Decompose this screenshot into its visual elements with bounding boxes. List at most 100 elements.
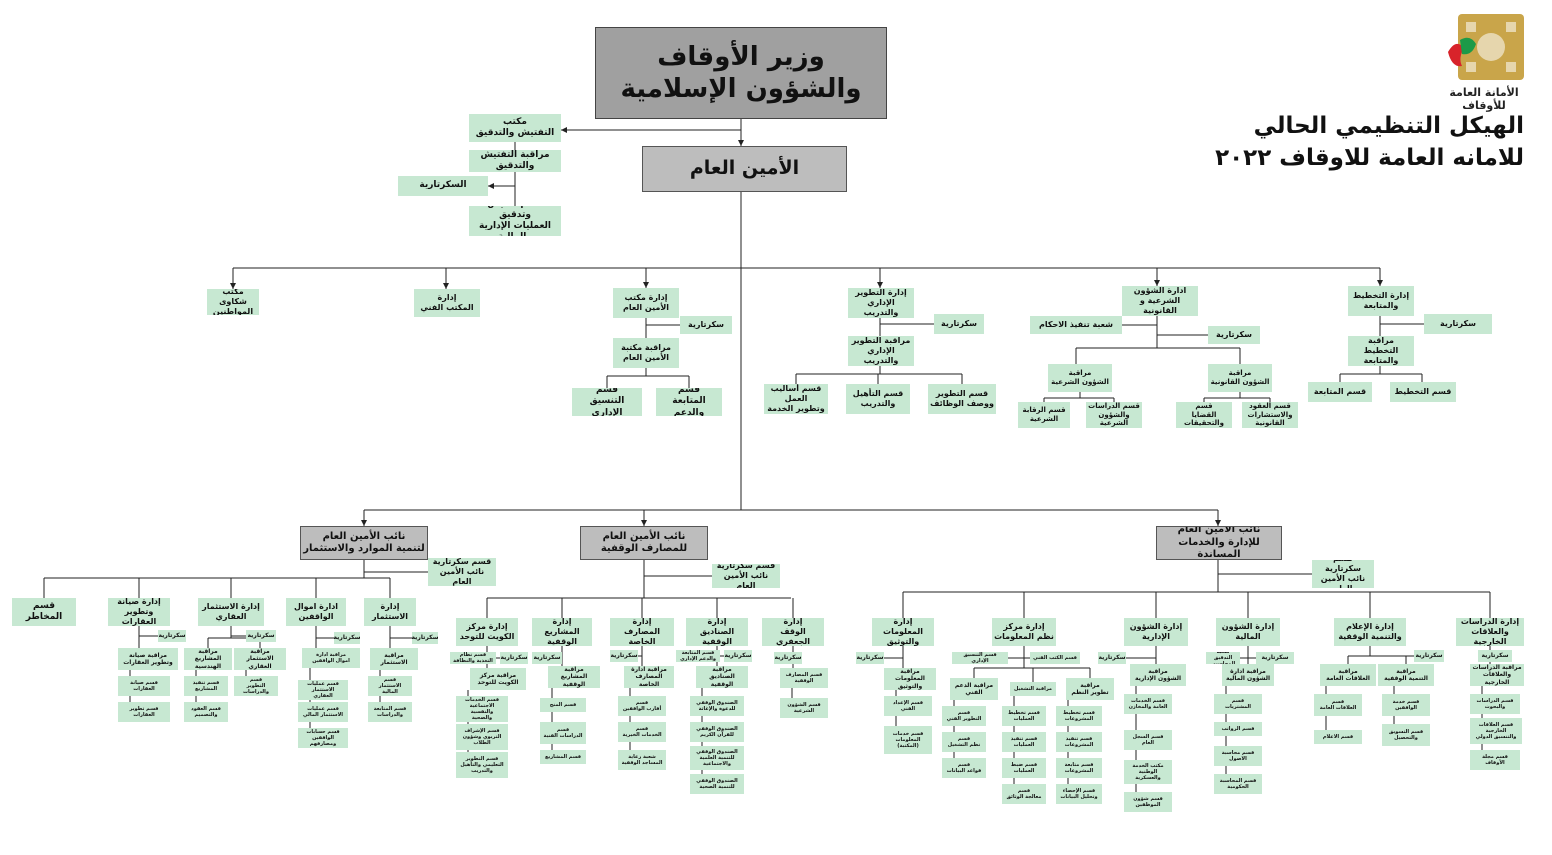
org-box-maint-ctrl: مراقبة صيانة وتطوير العقارات: [118, 648, 178, 670]
org-box-st-d2: قسم العلاقات الخارجية والتنسيق الدولي: [1470, 718, 1522, 744]
org-box-wproj-sec: سكرتارية: [532, 652, 562, 664]
org-box-dep-bank: نائب الأمين العام للمصارف الوقفية: [580, 526, 708, 560]
connector-arrow-icon: [230, 283, 236, 289]
org-box-insp-office: مكتب التفتيش والتدقيق: [469, 114, 561, 142]
org-box-st-ctrl: مراقبة الدراسات والعلاقات الخارجية: [1470, 664, 1524, 686]
org-box-wproj-d3: قسم المشاريع: [540, 750, 586, 764]
page-title: الهيكل التنظيمي الحالي للامانه العامة لل…: [1215, 113, 1524, 172]
org-box-wproj-d2: قسم الدراسات الفنية: [540, 722, 586, 744]
org-box-wf-sec: سكرتارية: [724, 650, 752, 662]
org-box-inv-sec: سكرتارية: [412, 632, 438, 644]
org-box-jaf: إدارة الوقف الجعفري: [762, 618, 824, 646]
org-box-adm-sec: سكرتارية: [1098, 652, 1126, 664]
connector-arrow-icon: [443, 283, 449, 289]
connector-arrow-icon: [738, 140, 744, 146]
org-box-legal-sharia-ctrl: قسم الرقابة الشرعية: [1018, 402, 1070, 428]
org-box-kwc-d3: قسم التطوير التعليمي والتأهيل والتدريب: [456, 752, 508, 778]
connector-arrow-icon: [643, 282, 649, 288]
org-box-inv: إدارة الاستثمار: [364, 598, 416, 626]
connector-arrow-icon: [1154, 280, 1160, 286]
org-box-re-ctrl: مراقبة الاستثمار العقاري: [234, 648, 286, 670]
org-box-sg: الأمين العام: [642, 146, 847, 192]
org-box-dev-ctrl: مراقبة التطوير الإداري والتدريب: [848, 336, 914, 366]
org-box-info: إدارة المعلومات والتوثيق: [872, 618, 934, 646]
org-box-risk: قسم المخاطر: [12, 598, 76, 626]
org-box-sys: إدارة مركز نظم المعلومات: [992, 618, 1056, 646]
org-box-info-sec: سكرتارية: [856, 652, 884, 664]
org-box-realestate: إدارة الاستثمار العقاري: [198, 598, 264, 626]
connector-arrow-icon: [1377, 280, 1383, 286]
org-box-dev: إدارة التطوير الإداري والتدريب: [848, 288, 914, 318]
org-box-sg-office-ctrl: مراقبة مكتبة الأمين العام: [613, 338, 679, 368]
org-box-funds-d2: قسم عمليات الاستثمار المالي: [298, 702, 348, 722]
org-box-dev-jobs: قسم التطوير ووصف الوظائف: [928, 384, 996, 414]
org-box-media-d4: قسم التسويق والتحصيل: [1382, 724, 1430, 746]
org-box-sg-office-sec: سكرتارية: [680, 316, 732, 334]
org-box-legal-cases: قسم القضايا والتحقيقات: [1176, 402, 1232, 428]
org-box-adm-d4: قسم شؤون الموظفين: [1124, 792, 1172, 812]
org-box-dev-qual: قسم التأهيل والتدريب: [846, 384, 910, 414]
org-box-fin-d2: قسم الرواتب: [1214, 722, 1262, 736]
connector-arrow-icon: [641, 520, 647, 526]
org-box-kwc-d2: قسم الإشراف التربوي وشؤون الطلاب: [456, 724, 508, 750]
org-box-jaf-d1: قسم المصارف الوقفية: [780, 668, 828, 688]
org-box-maint-d2: قسم تطوير العقارات: [118, 702, 170, 722]
org-box-kwc-d1: قسم الخدمات الاجتماعية والنفسية والصحية: [456, 696, 508, 722]
connector-arrow-icon: [488, 183, 494, 189]
org-box-sys-d2: قسم تنفيذ المشروعات: [1056, 732, 1102, 752]
org-box-legal-studies: قسم الدراسات والشؤون الشرعية: [1086, 402, 1142, 428]
org-box-st-d3: قسم مجلة الأوقاف: [1470, 750, 1520, 770]
org-box-sys-tech: قسم الكتب الفني: [1030, 652, 1080, 664]
org-box-wf-d1: الصندوق الوقفي للدعوة والإغاثة: [690, 696, 744, 716]
org-box-sys-d1: قسم تخطيط المشروعات: [1056, 706, 1102, 726]
org-box-sg-coord: قسم التنسيق الإداري: [572, 388, 642, 416]
org-box-sys-s3: قسم قواعد البيانات: [942, 758, 986, 778]
org-box-legal-law: مراقبة الشؤون القانونية: [1208, 364, 1272, 392]
org-box-dep-admin-sec: قسم سكرتارية نائب الأمين العام: [1312, 560, 1374, 588]
org-box-wf-ctrl: مراقبة الصناديق الوقفية: [696, 666, 748, 688]
org-box-re-proj: مراقبة المشاريع الهندسية: [184, 648, 232, 670]
org-box-wf-d0: قسم المتابعة والدعم الإداري: [676, 650, 720, 662]
org-box-dep-bank-sec: قسم سكرتارية نائب الأمين العام: [712, 564, 780, 588]
org-box-insp-dept: قسم تفتيش وتدقيق العمليات الإدارية والما…: [469, 206, 561, 236]
org-box-insp-ctrl: مراقبة التفتيش والتدقيق: [469, 150, 561, 172]
org-box-st-sec: سكرتارية: [1478, 650, 1512, 662]
waqf-logo-icon: [1448, 14, 1524, 80]
org-box-fin-d3: قسم محاسبة الاصول: [1214, 746, 1262, 766]
org-box-maint-sec: سكرتارية: [158, 630, 186, 642]
org-box-adm-d2: قسم السجل العام: [1124, 730, 1172, 750]
org-box-re-d2: قسم العقود والتصميم: [184, 702, 228, 722]
org-box-media-d2: قسم الاعلام: [1314, 730, 1362, 744]
org-box-legal-contracts: قسم العقود والاستشارات القانونية: [1242, 402, 1298, 428]
org-box-dep-admin: نائب الأمين العام للإدارة والخدمات المسا…: [1156, 526, 1282, 560]
org-box-fin-sec: سكرتارية: [1256, 652, 1294, 664]
org-box-funds: ادارة اموال الواقفين: [286, 598, 346, 626]
org-box-media: إدارة الإعلام والتنمية الوقفية: [1334, 618, 1406, 646]
org-box-wproj-ctrl: مراقبة المشاريع الوقفية: [548, 666, 600, 688]
org-box-legal-sec: سكرتارية: [1208, 326, 1260, 344]
org-box-re-sec: سكرتارية: [246, 630, 276, 642]
org-box-inv-d2: قسم المتابعة والدراسات: [368, 702, 412, 722]
org-box-sp-d3: شعبة رعاية المساجد الوقفية: [618, 750, 666, 770]
org-box-sp-ctrl: مراقبة ادارة المصارف الخاصة: [624, 666, 674, 688]
org-box-st-d1: قسم الدراسات والبحوث: [1470, 694, 1520, 714]
org-box-maint-d1: قسم صيانة العقارات: [118, 676, 170, 696]
org-box-sg-follow: قسم المتابعة والدعم: [656, 388, 722, 416]
org-box-funds-d3: قسم حسابات الواقفين ومصارفهم: [298, 728, 348, 748]
org-box-plan-plan: قسم التخطيط: [1390, 382, 1456, 402]
org-box-kwc-ctrl: مراقبة مركز الكويت للتوحد: [470, 668, 526, 690]
org-box-legal-exec: شعبة تنفيذ الاحكام: [1030, 316, 1122, 334]
org-box-info-d1: قسم الإعداد الفني: [884, 696, 932, 716]
org-box-sys-coord: قسم التنسيق الإداري: [952, 652, 1008, 664]
org-box-dep-invest: نائب الأمين العام لتنمية الموارد والاستث…: [300, 526, 428, 560]
org-box-media-sec: سكرتارية: [1414, 650, 1444, 662]
org-box-media-d1: قسم العلاقات العامة: [1314, 694, 1362, 716]
connector-arrow-icon: [877, 282, 883, 288]
org-box-info-ctrl: مراقبة المعلومات والتوثيق: [884, 668, 936, 690]
org-box-media-dev: مراقبة التنمية الوقفية: [1378, 664, 1434, 686]
org-box-studies: إدارة الدراسات والعلاقات الخارجية: [1456, 618, 1524, 646]
org-box-plan: إدارة التخطيط والمتابعة: [1348, 286, 1414, 316]
org-box-adm-d1: قسم الخدمات العامة والمخازن: [1124, 694, 1172, 714]
org-box-sys-d4: قسم الإحصاء وتحليل البيانات: [1056, 784, 1102, 804]
